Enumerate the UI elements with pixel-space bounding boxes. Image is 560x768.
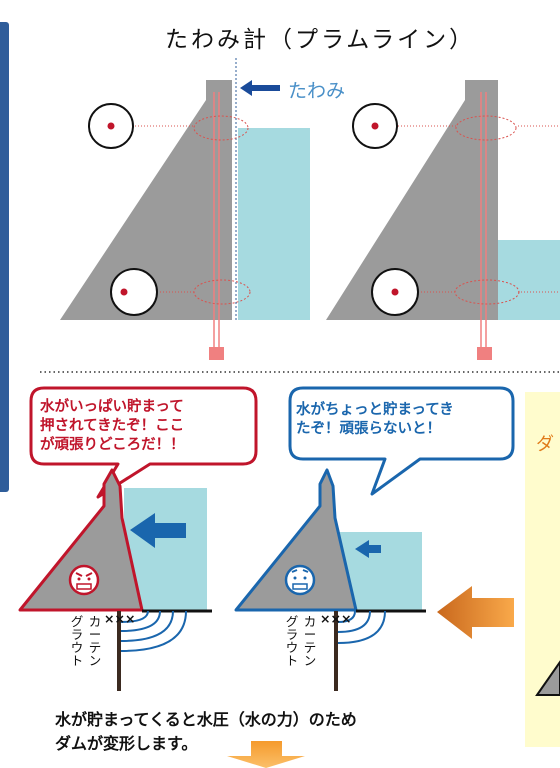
left-arrow-icon [437, 586, 514, 639]
seepage-arrow [120, 610, 187, 652]
caption: 水が貯まってくると水圧（水の力）のため ダムが変形します。 [55, 710, 357, 753]
curtain-label: カーテン [303, 614, 317, 668]
side-panel-dam [535, 660, 560, 696]
plumb-weight [209, 347, 224, 360]
instrument-dot [391, 288, 399, 296]
speech-bubble-blue [288, 386, 515, 496]
curtain-marks: ××× [320, 612, 351, 625]
detail-marker [193, 115, 249, 141]
dam-deformed-partial [234, 468, 426, 691]
seepage-arrow [120, 610, 161, 632]
seepage-arrow [120, 610, 174, 642]
speech-text-partial: 水がちょっと貯まってき たぞ！頑張らないと！ [296, 402, 454, 437]
detail-marker [455, 115, 517, 141]
instrument-dot [371, 122, 379, 130]
dam-full-reservoir [60, 58, 310, 360]
plumb-weight [477, 347, 492, 360]
dam-body [234, 468, 358, 612]
dam-low-reservoir [326, 80, 560, 360]
left-arrow-icon [355, 540, 381, 558]
seepage-arrow [120, 610, 149, 623]
seepage-arrow [337, 610, 356, 623]
left-side-tab [0, 22, 9, 492]
seepage-arrow [337, 610, 371, 633]
down-arrow-icon [227, 741, 305, 768]
dam-deformed-full [18, 468, 212, 691]
instrument-dot [107, 122, 115, 130]
speech-text-full: 水がいっぱい貯まって 押されてきたぞ！ここ が頑張りどころだ！！ [40, 399, 185, 453]
left-arrow-icon [130, 513, 186, 548]
page-title: たわみ計（プラムライン） [165, 27, 476, 53]
dam-body [18, 468, 144, 612]
seepage-arrow [337, 610, 386, 644]
speech-bubble-red [29, 386, 258, 499]
worried-face-icon [284, 564, 316, 596]
deflection-label: たわみ [288, 80, 346, 102]
dam-body [60, 80, 232, 320]
instrument-circle [110, 268, 158, 316]
water-body [498, 240, 560, 320]
dam-body [326, 80, 498, 320]
angry-face-icon [68, 564, 100, 596]
curtain-grout [334, 611, 338, 691]
grout-label: グラウト [70, 614, 84, 668]
side-panel-label: ダ [536, 434, 554, 455]
water-body [238, 128, 310, 320]
left-arrow-icon [240, 80, 280, 96]
curtain-label: カーテン [88, 614, 102, 668]
instrument-dot [120, 288, 128, 296]
curtain-marks: ××× [104, 612, 135, 625]
grout-label: グラウト [285, 614, 299, 668]
curtain-grout [117, 611, 121, 691]
